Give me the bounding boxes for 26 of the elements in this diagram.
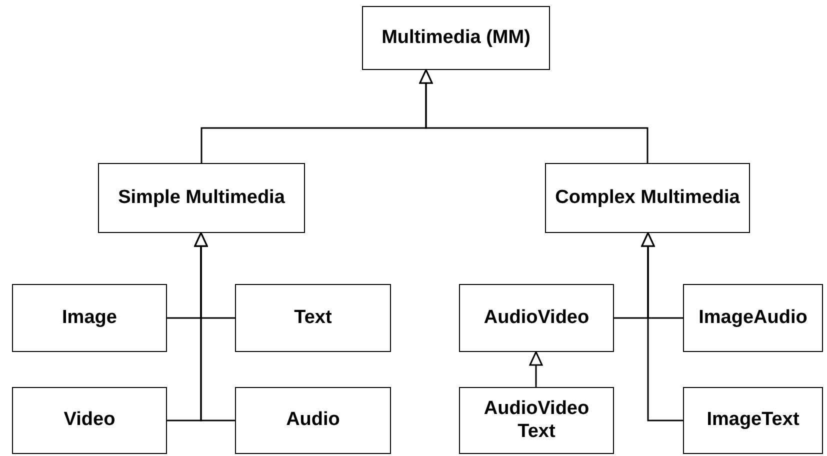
class-name: Multimedia (MM) bbox=[382, 26, 530, 50]
inheritance-arrow bbox=[194, 232, 235, 422]
class-name: Complex Multimedia bbox=[555, 186, 740, 210]
class-box bbox=[683, 284, 823, 352]
class-box bbox=[545, 163, 750, 233]
class-name: Image bbox=[62, 306, 117, 330]
class-box bbox=[459, 387, 614, 454]
class-name: Video bbox=[64, 409, 116, 432]
class-name: ImageText bbox=[706, 409, 800, 432]
class-box bbox=[12, 387, 167, 454]
inheritance-arrow bbox=[529, 351, 543, 387]
class-box bbox=[459, 284, 614, 352]
inheritance-arrow bbox=[641, 232, 683, 422]
class-box bbox=[683, 387, 823, 454]
class-box bbox=[98, 163, 305, 233]
class-box bbox=[362, 6, 550, 70]
inheritance-arrow bbox=[419, 69, 648, 163]
class-name: AudioVideo Text bbox=[482, 398, 590, 444]
class-name: Simple Multimedia bbox=[118, 186, 285, 210]
class-box bbox=[235, 387, 391, 454]
class-name: Audio bbox=[286, 409, 340, 432]
class-name: Text bbox=[294, 306, 332, 330]
class-box bbox=[12, 284, 167, 352]
class-name: ImageAudio bbox=[698, 306, 808, 330]
class-box bbox=[235, 284, 391, 352]
class-name: AudioVideo bbox=[484, 306, 590, 330]
